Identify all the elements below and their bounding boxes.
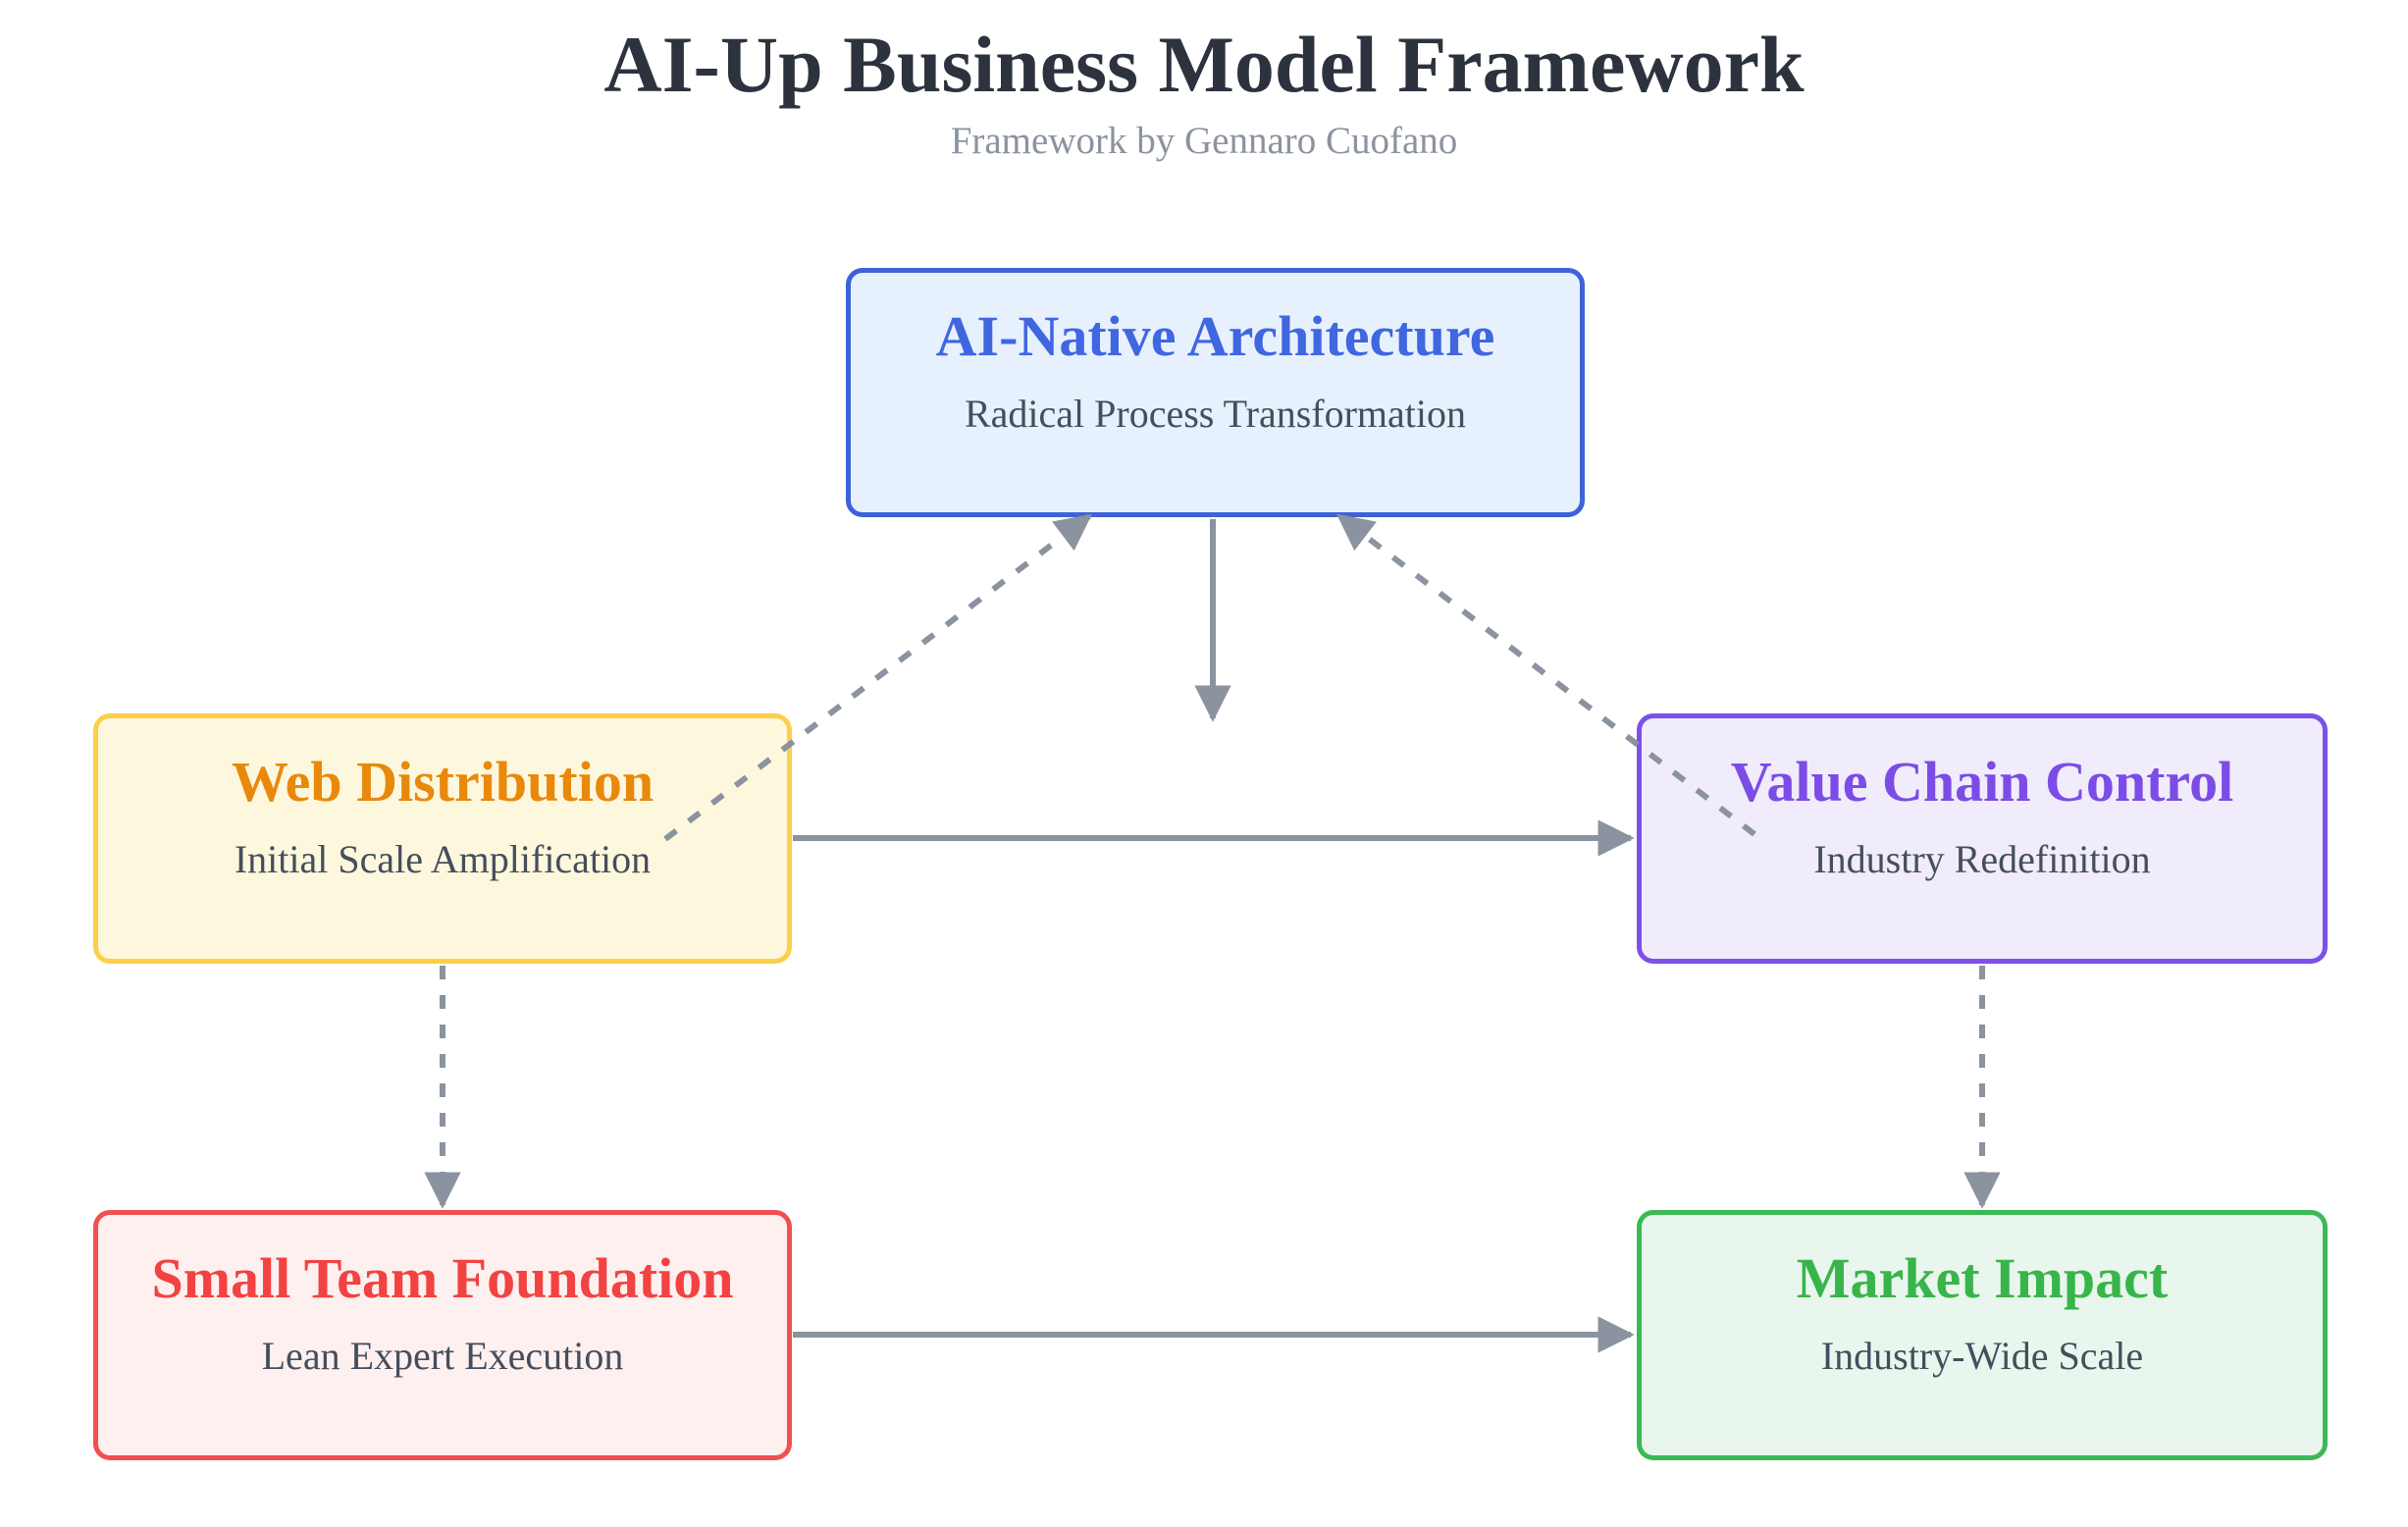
node-value-chain-control-title: Value Chain Control [1730,750,2234,814]
node-web-distribution-subtitle: Initial Scale Amplification [234,837,652,881]
node-ai-native-architecture-title: AI-Native Architecture [935,304,1495,368]
node-ai-native-architecture-subtitle: Radical Process Transformation [964,392,1467,436]
node-small-team-foundation-title: Small Team Foundation [151,1246,734,1310]
page-subtitle: Framework by Gennaro Cuofano [950,120,1458,162]
node-value-chain-control: Value Chain Control Industry Redefinitio… [1637,713,2328,964]
page-title: AI-Up Business Model Framework [603,20,1805,109]
diagram-header: AI-Up Business Model Framework Framework… [0,18,2408,165]
node-ai-native-architecture: AI-Native Architecture Radical Process T… [846,268,1585,517]
node-market-impact-title: Market Impact [1796,1246,2169,1310]
node-web-distribution-title: Web Distribution [231,750,654,814]
node-value-chain-control-subtitle: Industry Redefinition [1813,837,2151,881]
node-market-impact-subtitle: Industry-Wide Scale [1820,1334,2144,1378]
node-web-distribution: Web Distribution Initial Scale Amplifica… [93,713,792,964]
node-small-team-foundation-subtitle: Lean Expert Execution [261,1334,624,1378]
node-market-impact: Market Impact Industry-Wide Scale [1637,1210,2328,1460]
node-small-team-foundation: Small Team Foundation Lean Expert Execut… [93,1210,792,1460]
